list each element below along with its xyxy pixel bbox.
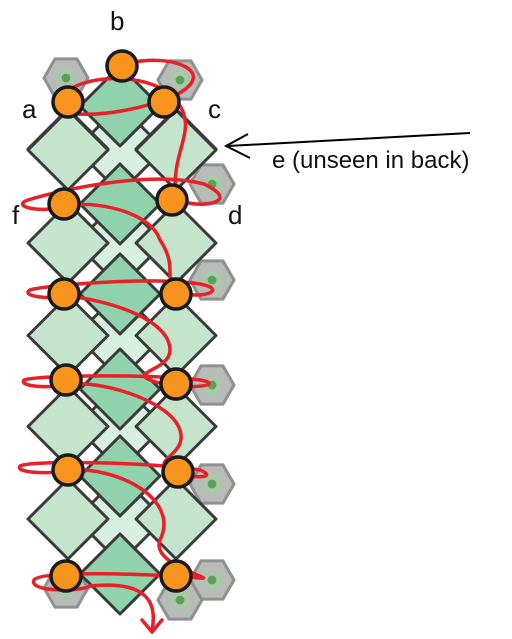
round-beads-layer: [47, 49, 195, 593]
round-bead-icon: [159, 559, 193, 593]
label-c: c: [208, 94, 221, 124]
bead-c-icon: [147, 85, 181, 119]
thread-end-arrow-icon: [140, 618, 164, 634]
label-d: d: [228, 200, 242, 230]
bead-d-icon: [155, 183, 189, 217]
pointer-arrow-icon: [223, 132, 471, 159]
label-f: f: [12, 200, 20, 230]
round-bead-icon: [51, 453, 85, 487]
label-a: a: [22, 94, 37, 124]
diamond-tile-icon: [134, 477, 218, 561]
diamond-tile-icon: [26, 477, 110, 561]
bead-a-icon: [51, 85, 85, 119]
round-bead-icon: [159, 277, 193, 311]
hexagon-bead-icon: [42, 57, 90, 99]
diamond-tiles-layer: [26, 64, 218, 616]
round-bead-icon: [159, 367, 193, 401]
bead-f-icon: [47, 187, 81, 221]
hexagon-bead-icon: [188, 463, 236, 505]
bead-b-icon: [105, 49, 139, 83]
hex-beads-layer: [42, 57, 236, 621]
round-bead-icon: [49, 559, 83, 593]
label-e: e (unseen in back): [272, 147, 469, 174]
round-bead-icon: [47, 277, 81, 311]
label-b: b: [110, 6, 124, 36]
round-bead-icon: [49, 363, 83, 397]
hexagon-bead-icon: [188, 559, 236, 601]
diamond-tile-icon: [78, 64, 162, 148]
round-bead-icon: [161, 455, 195, 489]
